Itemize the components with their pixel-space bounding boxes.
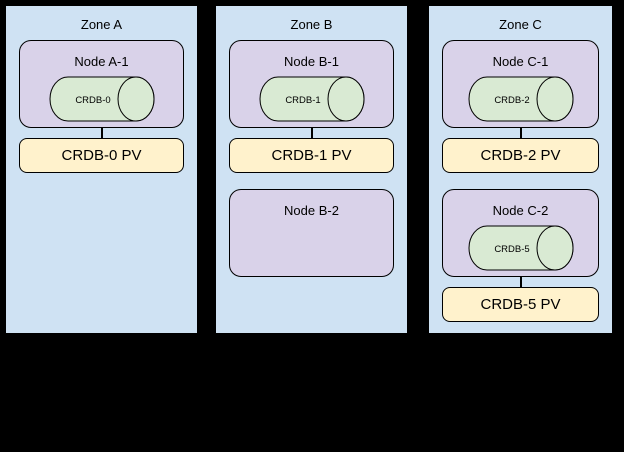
pv-box: CRDB-5 PV [442,287,599,322]
node-b-1: Node B-1 CRDB-1 [229,40,394,128]
zone-title: Zone C [499,17,542,32]
node-label: Node C-2 [492,203,549,218]
cylinder-label: CRDB-5 [494,244,529,255]
node-c-1: Node C-1 CRDB-2 [442,40,599,128]
cylinder-label: CRDB-1 [285,95,320,106]
pv-label: CRDB-0 PV [61,147,142,164]
node-label: Node B-2 [284,203,339,218]
node-c-2: Node C-2 CRDB-5 [442,189,599,277]
node-label: Node A-1 [74,54,129,69]
node-label: Node C-1 [492,54,549,69]
node-b-2: Node B-2 [229,189,394,277]
database-cylinder-icon: CRDB-5 [468,225,573,271]
pv-label: CRDB-1 PV [271,147,352,164]
connector-line [310,128,313,138]
pv-box: CRDB-0 PV [19,138,184,173]
node-a-1: Node A-1 CRDB-0 [19,40,184,128]
zone-title: Zone A [80,17,123,32]
cylinder-label: CRDB-0 [75,95,110,106]
connector-line [519,128,522,138]
zone-a: Zone A Node A-1 CRDB-0 CRDB-0 PV [4,4,199,335]
pv-label: CRDB-2 PV [480,147,561,164]
database-cylinder-icon: CRDB-0 [49,76,154,122]
connector-line [519,277,522,287]
node-label: Node B-1 [284,54,339,69]
cylinder-label: CRDB-2 [494,95,529,106]
pv-label: CRDB-5 PV [480,296,561,313]
zone-title: Zone B [290,17,333,32]
pv-box: CRDB-2 PV [442,138,599,173]
zone-b: Zone B Node B-1 CRDB-1 CRDB-1 PV Node B-… [214,4,409,335]
pv-box: CRDB-1 PV [229,138,394,173]
connector-line [100,128,103,138]
database-cylinder-icon: CRDB-1 [259,76,364,122]
zone-c: Zone C Node C-1 CRDB-2 CRDB-2 PV Node C-… [427,4,614,335]
database-cylinder-icon: CRDB-2 [468,76,573,122]
